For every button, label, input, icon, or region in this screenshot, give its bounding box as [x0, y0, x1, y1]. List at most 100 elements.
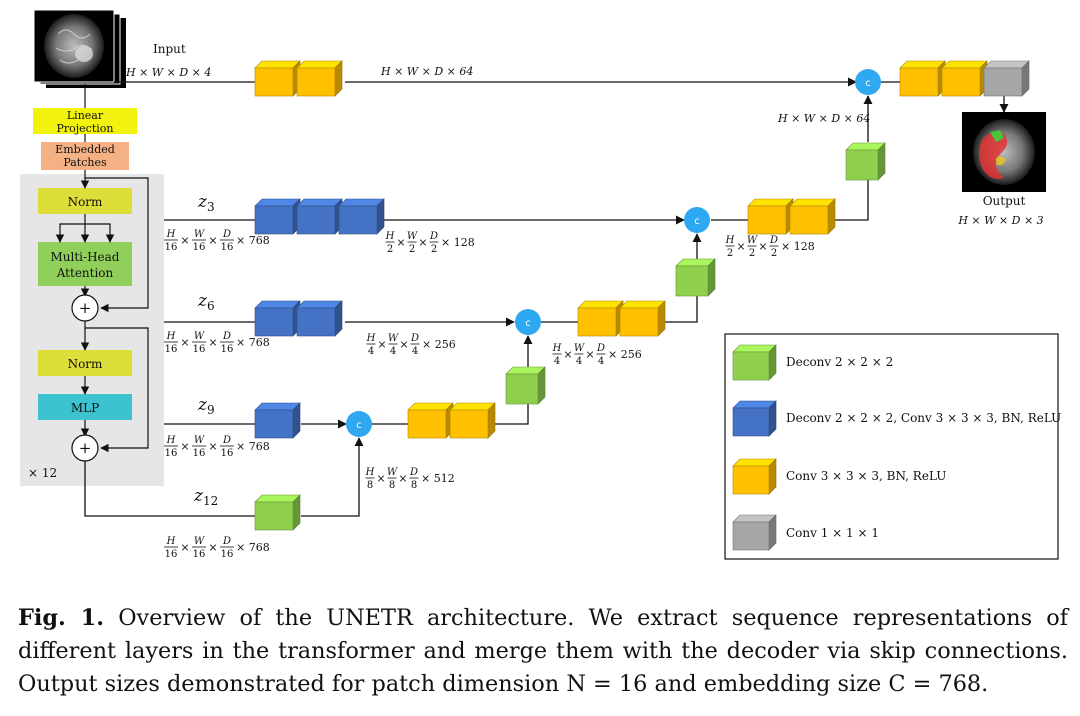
dec6-conv-cube-1: [577, 300, 624, 337]
svg-text:D: D: [222, 435, 231, 446]
svg-text:W: W: [388, 333, 399, 344]
z3-label: z 3: [197, 192, 215, 214]
legend-yellow-cube: [732, 458, 777, 495]
svg-text:2: 2: [409, 244, 415, 255]
norm2-box: [38, 350, 132, 376]
transformer-connections: [55, 170, 149, 453]
svg-text:16: 16: [165, 242, 178, 253]
svg-text:W: W: [387, 467, 398, 478]
legend-item-2: Deconv 2 × 2 × 2, Conv 3 × 3 × 3, BN, Re…: [786, 411, 1061, 425]
svg-text:H: H: [166, 331, 176, 342]
svg-text:×: ×: [736, 240, 745, 253]
dim-dec3-128: H2×W2×D2× 128: [725, 235, 815, 259]
svg-text:×: ×: [208, 336, 217, 349]
svg-text:W: W: [194, 536, 205, 547]
norm1-box: [38, 188, 132, 214]
dim-dec6-256: H4×W4×D4× 256: [552, 343, 642, 367]
mlp-box: [38, 394, 132, 420]
top-conv-cube-2: [296, 60, 343, 97]
svg-text:16: 16: [221, 242, 234, 253]
svg-text:×: ×: [208, 440, 217, 453]
svg-text:W: W: [194, 331, 205, 342]
network-connections: [84, 77, 1009, 517]
linear-projection-line2: Projection: [56, 122, 113, 135]
dim-z3-path-128: H2×W2×D2× 128: [385, 231, 475, 255]
svg-text:H: H: [166, 435, 176, 446]
dec9-conv-cube-1: [407, 402, 454, 439]
svg-text:× 256: × 256: [608, 348, 642, 361]
caption-fig-label: Fig. 1.: [18, 605, 105, 631]
svg-text:D: D: [409, 467, 418, 478]
svg-text:2: 2: [431, 244, 437, 255]
svg-text:H: H: [385, 231, 395, 242]
input-volume-image: [33, 9, 126, 88]
svg-text:6: 6: [207, 299, 215, 313]
dim-z12-16-768: H16×W16×D16× 768: [164, 536, 270, 560]
z12-green-cube: [254, 494, 301, 531]
dim-z9-16-768: H16×W16×D16× 768: [164, 435, 270, 459]
svg-text:4: 4: [390, 346, 396, 357]
norm2-label: Norm: [68, 357, 103, 371]
dim-top: H × W × D × 64: [380, 65, 473, 78]
svg-text:×: ×: [180, 336, 189, 349]
top-conv-cube-1: [254, 60, 301, 97]
svg-text:c: c: [356, 420, 362, 431]
svg-text:D: D: [222, 536, 231, 547]
legend-item-4: Conv 1 × 1 × 1: [786, 526, 879, 540]
out-conv-cube-2: [941, 60, 988, 97]
svg-text:× 768: × 768: [236, 336, 270, 349]
figure-caption: Fig. 1. Overview of the UNETR architectu…: [18, 602, 1068, 701]
dim-z3-16-768: H16×W16×D16× 768: [164, 229, 270, 253]
mha-line1: Multi-Head: [51, 250, 120, 264]
z6-label: z 6: [197, 291, 215, 313]
dim-z6-path-256: H4×W4×D4× 256: [366, 333, 456, 357]
svg-text:9: 9: [207, 403, 215, 417]
transformer-block-bg: [20, 174, 164, 486]
svg-text:×: ×: [376, 472, 385, 485]
norm1-label: Norm: [68, 195, 103, 209]
dim-z6-16-768: H16×W16×D16× 768: [164, 331, 270, 355]
legend-blue-cube: [732, 400, 777, 437]
svg-text:2: 2: [387, 244, 393, 255]
concat-node-z9: c: [346, 411, 372, 437]
svg-text:×: ×: [563, 348, 572, 361]
svg-text:2: 2: [727, 248, 733, 259]
svg-text:H: H: [552, 343, 562, 354]
dec3-conv-cube-1: [747, 198, 794, 235]
legend-green-cube: [732, 344, 777, 381]
out-1x1-cube: [983, 60, 1030, 97]
svg-text:×: ×: [585, 348, 594, 361]
legend-item-3: Conv 3 × 3 × 3, BN, ReLU: [786, 469, 946, 483]
svg-text:D: D: [596, 343, 605, 354]
svg-text:c: c: [694, 216, 700, 227]
svg-text:8: 8: [367, 480, 373, 491]
svg-text:z: z: [197, 395, 208, 415]
svg-text:H: H: [725, 235, 735, 246]
svg-text:16: 16: [193, 448, 206, 459]
mlp-label: MLP: [71, 401, 99, 415]
svg-text:×: ×: [180, 440, 189, 453]
svg-text:4: 4: [412, 346, 418, 357]
dec6-deconv-cube: [675, 258, 716, 297]
svg-text:W: W: [194, 229, 205, 240]
svg-text:16: 16: [165, 344, 178, 355]
mha-box: [38, 242, 132, 286]
z6-blue-cube-2: [296, 300, 343, 337]
svg-text:H: H: [166, 229, 176, 240]
svg-text:16: 16: [221, 448, 234, 459]
dec9-conv-cube-2: [449, 402, 496, 439]
svg-text:12: 12: [203, 494, 218, 508]
out-conv-cube-1: [899, 60, 946, 97]
output-segmentation-image: [962, 112, 1046, 192]
embedded-patches-line1: Embedded: [55, 143, 115, 156]
svg-text:16: 16: [193, 242, 206, 253]
svg-text:W: W: [574, 343, 585, 354]
svg-text:×: ×: [418, 236, 427, 249]
svg-text:16: 16: [221, 549, 234, 560]
svg-text:4: 4: [554, 356, 560, 367]
svg-text:×: ×: [758, 240, 767, 253]
svg-text:× 128: × 128: [781, 240, 815, 253]
svg-text:× 256: × 256: [422, 338, 456, 351]
input-dim: H × W × D × 4: [125, 66, 211, 79]
